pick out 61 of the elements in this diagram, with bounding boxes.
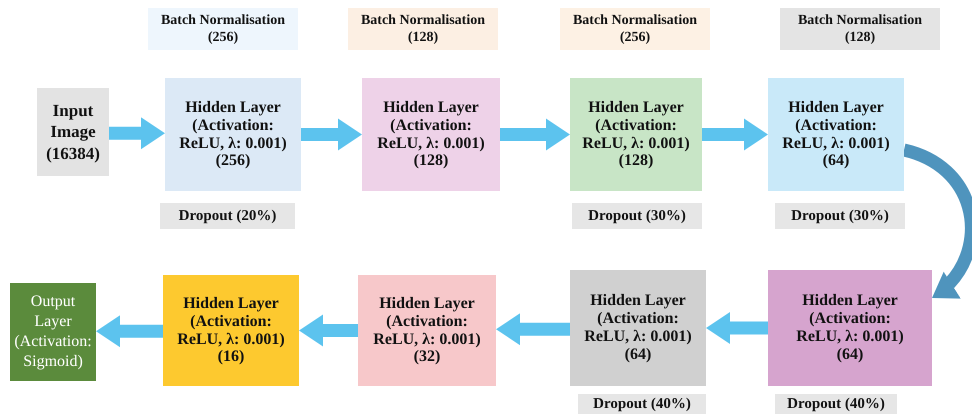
- node-text: Batch Normalisation (256): [160, 12, 286, 46]
- hidden-layer-box: [362, 78, 500, 191]
- node-text: (Activation: ReLU, λ: 0.001): [781, 116, 891, 152]
- node-text: (Activation: ReLU, λ: 0.001): [795, 310, 905, 346]
- node-text: Hidden Layer: [383, 98, 479, 117]
- node-text: Hidden Layer: [802, 292, 898, 310]
- batch-normalisation-box: [348, 8, 498, 50]
- node-text: Hidden Layer: [588, 98, 684, 117]
- input-box: [37, 88, 109, 176]
- dropout-box: [160, 203, 295, 229]
- arrow: [496, 313, 570, 346]
- arrow: [96, 315, 163, 348]
- node-text: (Activation: ReLU, λ: 0.001): [178, 116, 288, 152]
- node-text: (Activation: ReLU, λ: 0.001): [376, 116, 486, 152]
- hidden-layer-box: [768, 270, 932, 386]
- node-text: Hidden Layer: [379, 294, 475, 313]
- node-text: (Activation: ReLU, λ: 0.001): [583, 310, 693, 346]
- arrow: [500, 118, 570, 150]
- arrow: [109, 117, 165, 150]
- node-text: Dropout (40%): [593, 394, 691, 414]
- node-text: (16): [218, 348, 244, 366]
- node-text: (128): [414, 152, 448, 170]
- hidden-layer-box: [570, 270, 706, 386]
- arrow: [299, 314, 358, 346]
- node-text: Batch Normalisation (256): [572, 12, 698, 46]
- node-text: Hidden Layer: [590, 292, 686, 310]
- node-text: Dropout (40%): [787, 394, 885, 414]
- node-text: (64): [822, 152, 850, 170]
- hidden-layer-box: [165, 78, 301, 191]
- node-text: Input Image (16384): [45, 100, 101, 164]
- hidden-layer-box: [163, 275, 299, 386]
- node-text: Dropout (30%): [588, 206, 686, 226]
- dropout-box: [775, 203, 905, 229]
- hidden-layer-box: [570, 78, 702, 191]
- node-text: (32): [414, 348, 440, 366]
- node-text: (64): [836, 346, 864, 364]
- node-text: (Activation: ReLU, λ: 0.001): [581, 116, 691, 152]
- node-text: Dropout (30%): [791, 206, 889, 226]
- node-text: (Activation: ReLU, λ: 0.001): [372, 312, 482, 348]
- node-text: Batch Normalisation (128): [796, 12, 924, 46]
- node-text: Hidden Layer: [185, 98, 281, 117]
- node-text: Hidden Layer: [788, 98, 884, 117]
- node-text: Output Layer (Activation: Sigmoid): [14, 292, 92, 372]
- arrow: [706, 312, 768, 344]
- arrow: [301, 118, 362, 150]
- batch-normalisation-box: [560, 8, 710, 50]
- node-text: (128): [618, 152, 654, 170]
- node-text: (Activation: ReLU, λ: 0.001): [176, 312, 286, 348]
- output-layer-box: [10, 283, 96, 381]
- hidden-layer-box: [358, 275, 496, 386]
- dropout-box: [775, 394, 897, 414]
- arrow: [702, 118, 768, 150]
- batch-normalisation-box: [780, 8, 940, 50]
- node-text: (64): [624, 346, 652, 364]
- hidden-layer-box: [768, 78, 904, 191]
- node-text: Hidden Layer: [183, 294, 279, 313]
- node-text: Dropout (20%): [178, 206, 276, 226]
- node-text: Batch Normalisation (128): [360, 12, 486, 46]
- node-text: (256): [216, 152, 250, 170]
- dropout-box: [578, 394, 706, 414]
- dropout-box: [572, 203, 702, 229]
